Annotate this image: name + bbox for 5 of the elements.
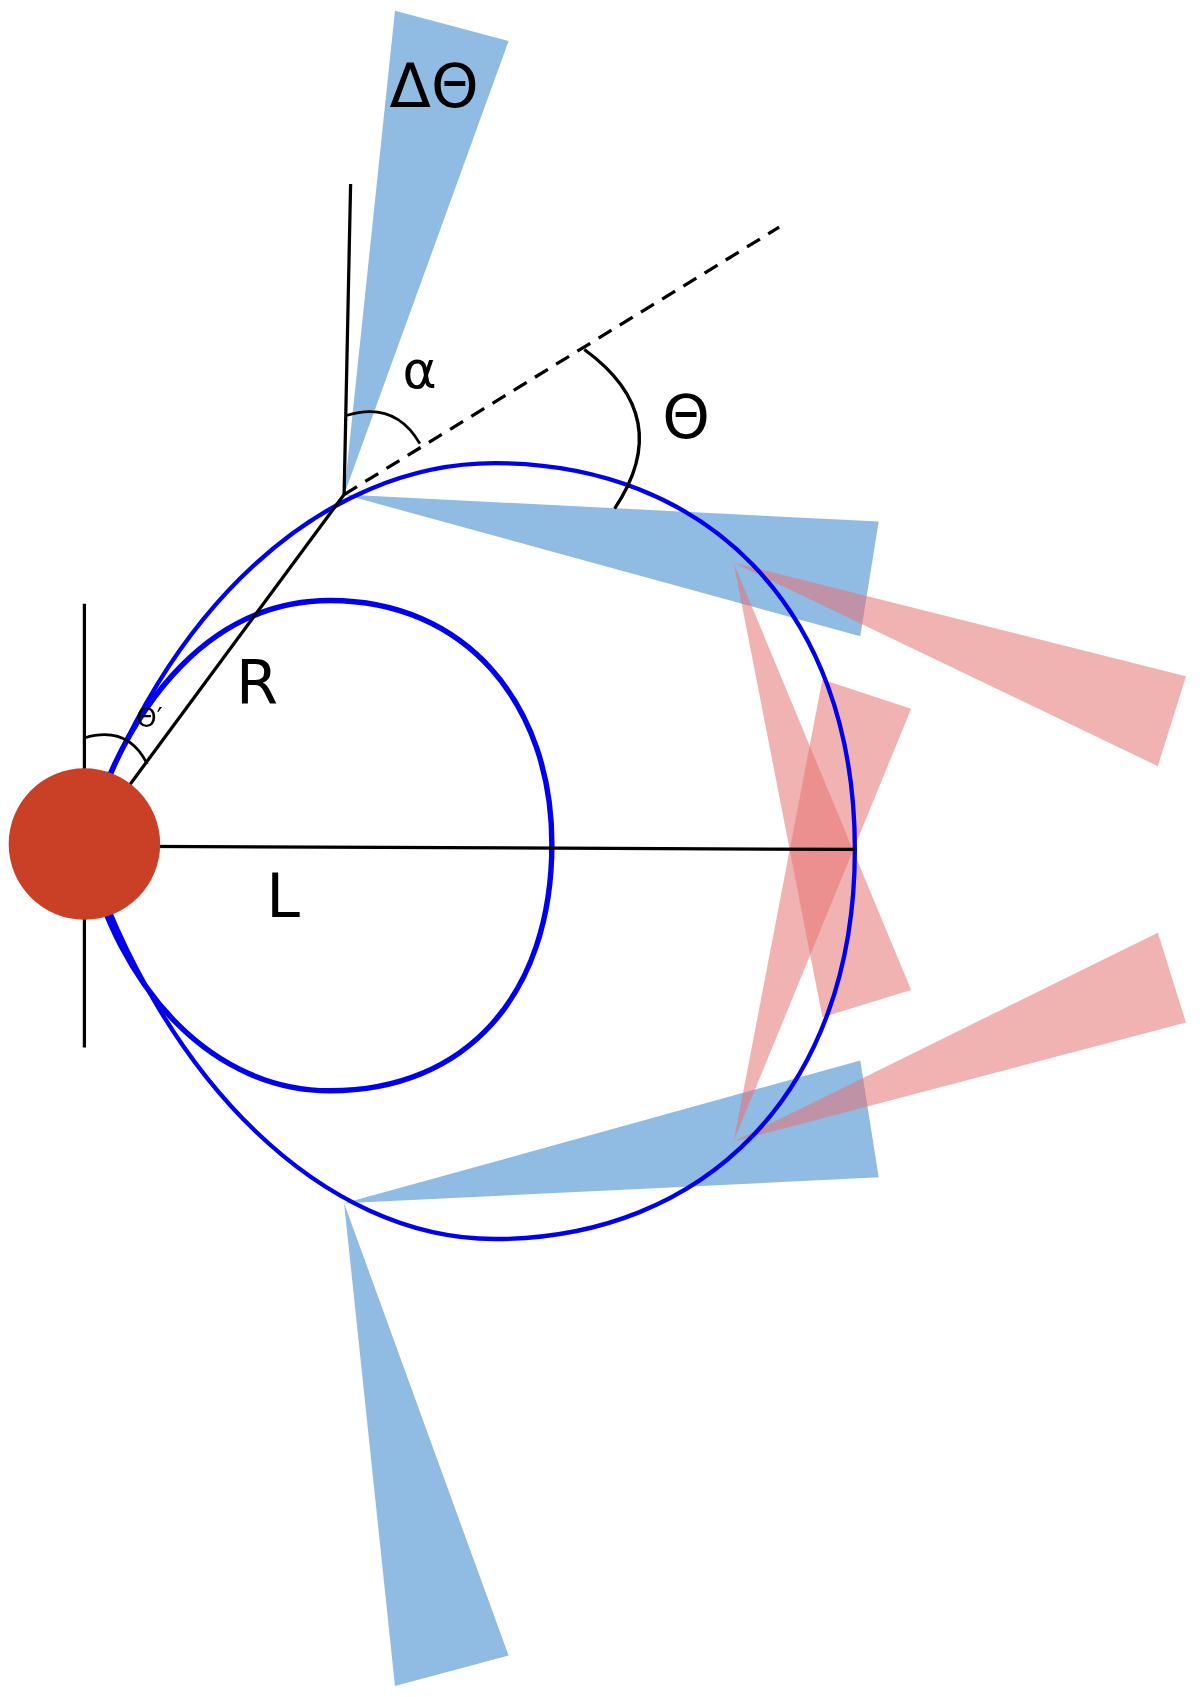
symbol-label: ΔΘ — [389, 56, 479, 117]
symbol-label: α — [402, 344, 437, 397]
symbol-label: R — [235, 653, 278, 715]
symbol-label: L — [266, 865, 300, 927]
symbol-label: Θ — [662, 387, 710, 448]
